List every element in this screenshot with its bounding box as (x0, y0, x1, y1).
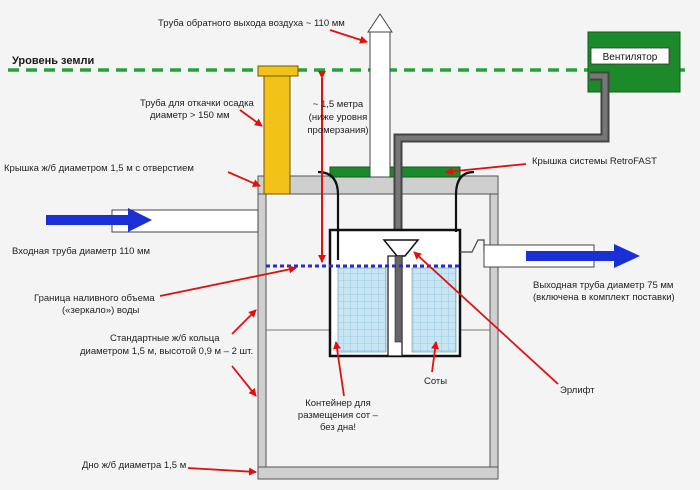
container-label-2: размещения сот – (298, 410, 379, 421)
fan-label-box (590, 47, 670, 65)
sludge-pipe (263, 75, 291, 195)
tank-bottom (257, 466, 499, 480)
concrete-lid (257, 175, 499, 195)
honeycomb-right (411, 267, 457, 353)
honeycomb-pointer (431, 341, 440, 373)
retrofast-label: Крышка системы RetroFAST (532, 156, 657, 167)
air-return-pipe (369, 31, 391, 178)
airlift-label: Эрлифт (560, 385, 595, 396)
bottom-label: Дно ж/б диаметра 1,5 м (82, 460, 186, 471)
sludge-pipe-label-1: Труба для откачки осадка (140, 98, 254, 109)
depth-label-2: (ниже уровня (309, 112, 368, 123)
sludge-pipe-pointer (239, 109, 263, 127)
container-label-3: без дна! (320, 422, 356, 433)
depth-label-3: промерзания) (307, 125, 368, 136)
container-pointer (333, 341, 345, 397)
rings-label-1: Стандартные ж/б кольца (110, 333, 220, 344)
air-return-pointer (329, 29, 368, 44)
bottom-pointer (187, 467, 257, 476)
air-return-label: Труба обратного выхода воздуха ~ 110 мм (158, 18, 345, 29)
outlet-label-1: Выходная труба диаметр 75 мм (533, 280, 673, 291)
lid-hole-label: Крышка ж/б диаметром 1,5 м с отверстием (4, 163, 194, 174)
outlet-label-2: (включена в комплект поставки) (533, 292, 675, 303)
fill-boundary-label-1: Граница наливного объема (34, 293, 155, 304)
airlift-inner-tube (394, 255, 403, 343)
rings-label-2: диаметром 1,5 м, высотой 0,9 м – 2 шт. (80, 346, 253, 357)
container-label-1: Контейнер для (305, 398, 371, 409)
lid-pointer (227, 171, 261, 187)
sludge-pipe-cap (257, 65, 299, 77)
inlet-flow-arrow (46, 208, 152, 232)
retrofast-pointer (445, 163, 527, 176)
airlift-pointer (413, 251, 559, 385)
ground-level-label: Уровень земли (12, 55, 94, 67)
fill-boundary-pointer (159, 265, 297, 297)
honeycomb-left (337, 267, 387, 353)
airlift-funnel (382, 239, 420, 257)
rings-pointer-2 (231, 365, 257, 397)
honeycomb-label: Соты (424, 376, 447, 387)
outlet-flow-arrow (526, 244, 640, 268)
rings-pointer-1 (231, 309, 257, 335)
fill-boundary-label-2: («зеркало») воды (62, 305, 139, 316)
right-hose (454, 170, 475, 232)
outlet-pipe-bend (460, 239, 485, 253)
fan-label: Вентилятор (603, 52, 658, 63)
air-return-pipe-cap (367, 13, 393, 33)
sludge-pipe-label-2: диаметр > 150 мм (150, 110, 230, 121)
tank-left-wall (257, 176, 267, 468)
inlet-pipe-label: Входная труба диаметр 110 мм (12, 246, 150, 257)
depth-label-1: ~ 1,5 метра (313, 99, 364, 110)
